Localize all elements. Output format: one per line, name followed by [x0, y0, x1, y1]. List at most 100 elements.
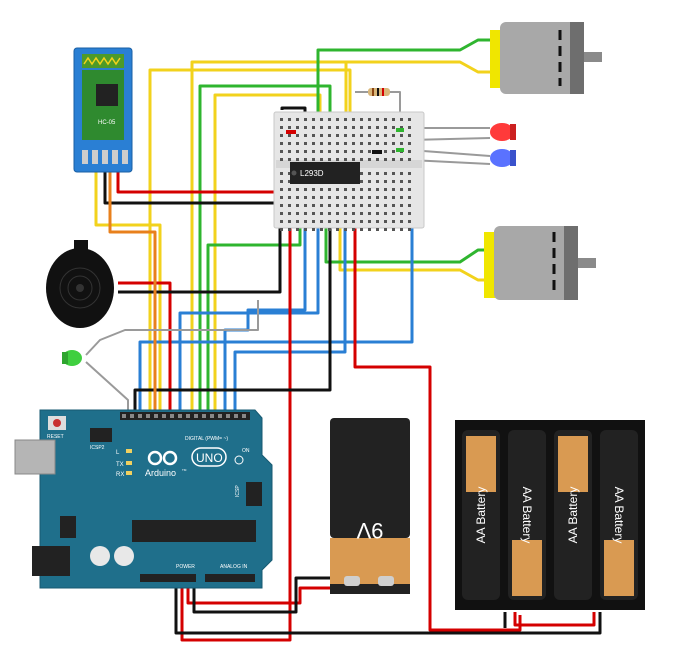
- header-pin: [218, 414, 222, 418]
- breadboard-hole: [360, 204, 363, 207]
- header-pin: [202, 414, 206, 418]
- breadboard-hole: [280, 220, 283, 223]
- breadboard-hole: [376, 134, 379, 137]
- breadboard-hole: [392, 126, 395, 129]
- wire-yellow-3: [190, 60, 348, 413]
- breadboard-hole: [288, 180, 291, 183]
- aa-cell: AA Battery: [462, 430, 500, 600]
- buzzer: [46, 240, 114, 328]
- breadboard-hole: [280, 126, 283, 129]
- breadboard-hole: [408, 158, 411, 161]
- breadboard-hole: [312, 142, 315, 145]
- breadboard-hole: [392, 204, 395, 207]
- bluetooth-chip-label: HC-05: [98, 120, 116, 126]
- breadboard-hole: [400, 220, 403, 223]
- breadboard-hole: [288, 158, 291, 161]
- breadboard: L293D: [273, 111, 425, 231]
- breadboard-hole: [280, 142, 283, 145]
- breadboard-hole: [368, 220, 371, 223]
- breadboard-hole: [368, 188, 371, 191]
- analog-label: ANALOG IN: [220, 564, 248, 570]
- breadboard-hole: [328, 134, 331, 137]
- header-pin: [146, 414, 150, 418]
- breadboard-hole: [288, 212, 291, 215]
- breadboard-hole: [312, 196, 315, 199]
- breadboard-hole: [336, 228, 339, 231]
- breadboard-hole: [328, 158, 331, 161]
- breadboard-hole: [296, 142, 299, 145]
- breadboard-hole: [368, 228, 371, 231]
- breadboard-hole: [312, 158, 315, 161]
- breadboard-hole: [408, 180, 411, 183]
- icsp2-label: ICSP2: [90, 445, 105, 451]
- breadboard-hole: [304, 134, 307, 137]
- breadboard-hole: [384, 204, 387, 207]
- breadboard-hole: [288, 220, 291, 223]
- breadboard-hole: [288, 126, 291, 129]
- breadboard-hole: [304, 126, 307, 129]
- breadboard-hole: [336, 158, 339, 161]
- breadboard-hole: [360, 134, 363, 137]
- breadboard-hole: [328, 196, 331, 199]
- breadboard-hole: [360, 188, 363, 191]
- breadboard-hole: [344, 212, 347, 215]
- breadboard-hole: [360, 228, 363, 231]
- breadboard-hole: [400, 204, 403, 207]
- breadboard-hole: [400, 158, 403, 161]
- breadboard-hole: [400, 134, 403, 137]
- breadboard-hole: [336, 118, 339, 121]
- breadboard-hole: [280, 150, 283, 153]
- breadboard-hole: [296, 220, 299, 223]
- atmega-chip: [132, 520, 256, 542]
- wire-yellow-motor1: [346, 60, 492, 74]
- header-pin: [130, 414, 134, 418]
- breadboard-hole: [352, 212, 355, 215]
- brand-tm: TM: [182, 468, 187, 472]
- breadboard-hole: [376, 188, 379, 191]
- breadboard-hole: [288, 142, 291, 145]
- breadboard-hole: [392, 188, 395, 191]
- wire-grey-led-green: [85, 300, 259, 356]
- breadboard-hole: [320, 150, 323, 153]
- wire-blue-2: [223, 200, 307, 413]
- breadboard-hole: [384, 118, 387, 121]
- breadboard-hole: [328, 220, 331, 223]
- breadboard-hole: [352, 142, 355, 145]
- breadboard-hole: [304, 196, 307, 199]
- breadboard-hole: [384, 188, 387, 191]
- breadboard-hole: [288, 204, 291, 207]
- breadboard-hole: [288, 228, 291, 231]
- wire-red-buzzer: [118, 281, 172, 413]
- breadboard-hole: [352, 204, 355, 207]
- breadboard-hole: [408, 212, 411, 215]
- breadboard-hole: [328, 150, 331, 153]
- breadboard-hole: [352, 126, 355, 129]
- breadboard-hole: [328, 188, 331, 191]
- breadboard-hole: [280, 212, 283, 215]
- breadboard-hole: [392, 228, 395, 231]
- breadboard-hole: [336, 142, 339, 145]
- power-jack: [32, 546, 70, 576]
- breadboard-hole: [360, 126, 363, 129]
- breadboard-hole: [296, 158, 299, 161]
- breadboard-hole: [400, 126, 403, 129]
- breadboard-hole: [328, 228, 331, 231]
- power-label: POWER: [176, 564, 195, 570]
- aa-cell-label: AA Battery: [520, 487, 534, 544]
- breadboard-hole: [408, 188, 411, 191]
- breadboard-hole: [392, 196, 395, 199]
- wires: [85, 38, 602, 642]
- breadboard-hole: [312, 118, 315, 121]
- wire-red-l293: [353, 222, 522, 632]
- breadboard-hole: [368, 150, 371, 153]
- breadboard-hole: [296, 228, 299, 231]
- breadboard-hole: [328, 212, 331, 215]
- breadboard-hole: [312, 126, 315, 129]
- breadboard-hole: [408, 118, 411, 121]
- breadboard-hole: [280, 228, 283, 231]
- breadboard-hole: [312, 204, 315, 207]
- breadboard-hole: [368, 204, 371, 207]
- wire-yellow-2: [213, 93, 322, 413]
- arduino-uno: RESET ICSP2 DIGITAL (PWM= ~) L TX RX UNO…: [14, 409, 273, 589]
